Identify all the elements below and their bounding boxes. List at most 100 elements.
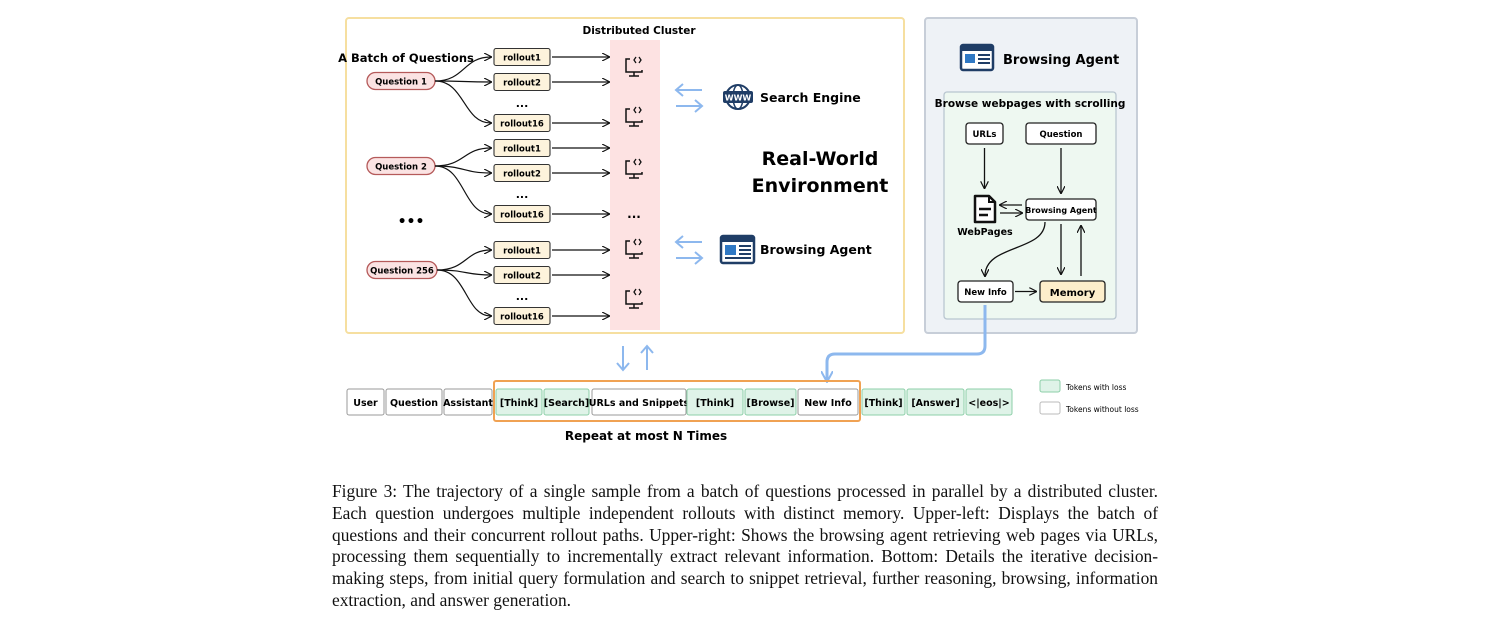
new-info-node <box>957 280 1014 303</box>
token-label: [Think] <box>500 398 538 409</box>
urls-label: URLs <box>973 130 997 140</box>
question-rollout-edge <box>434 81 491 82</box>
document-icon <box>973 194 997 224</box>
question-label: Question <box>1040 130 1083 140</box>
token-box: [Think] <box>686 388 744 416</box>
question-rollout-edge <box>434 148 491 167</box>
browse-exchange-arrows <box>674 235 704 265</box>
question-group: Question 2 rollout1 rollout2 rollout16... <box>366 138 609 224</box>
urls-node <box>965 122 1004 145</box>
token-box: [Think] <box>861 388 906 416</box>
memory-label: Memory <box>1050 288 1096 299</box>
rollout-box <box>493 204 551 224</box>
cluster-sequence-arrows <box>616 344 654 372</box>
legend-swatch-loss <box>1039 379 1061 393</box>
rollout-label: rollout1 <box>503 247 541 257</box>
rollout-label: rollout1 <box>503 145 541 155</box>
token-label: Question <box>390 398 438 409</box>
token-label: [Think] <box>696 398 734 409</box>
token-box: User <box>346 388 385 416</box>
question-node <box>1025 122 1097 145</box>
cluster-node-column <box>610 40 660 330</box>
question-group: Question 256rollout1rollout2rollout16... <box>366 240 609 326</box>
figure-caption: Figure 3: The trajectory of a single sam… <box>332 481 1158 610</box>
token-label: [Search] <box>544 398 589 409</box>
question-rollout-edge <box>434 165 491 173</box>
search-engine-label: Search Engine <box>760 90 861 105</box>
question-rollout-edge <box>436 269 491 316</box>
rollout-box <box>493 163 551 183</box>
token-box: [Think] <box>495 388 543 416</box>
computer-node-icon <box>625 158 643 179</box>
rollout-box <box>493 72 551 92</box>
webpages-label: WebPages <box>957 227 1013 238</box>
token-label: User <box>353 398 378 409</box>
browsing-agent-label: Browsing Agent <box>760 242 872 257</box>
token-label: [Browse] <box>746 398 794 409</box>
computer-node-icon <box>625 288 643 309</box>
rollout-label: rollout16 <box>500 120 544 130</box>
browser-window-icon <box>719 234 756 265</box>
question-label: Question 2 <box>375 163 427 173</box>
token-box: [Search] <box>543 388 590 416</box>
legend-swatch-no-loss <box>1039 401 1061 415</box>
agent-node <box>1025 198 1097 221</box>
token-label: <|eos|> <box>968 398 1009 409</box>
memory-node <box>1039 280 1106 303</box>
rollout-box <box>493 113 551 133</box>
question-label: Question 256 <box>370 267 434 277</box>
environment-title-line2: Environment <box>752 175 889 197</box>
token-label: URLs and Snippets <box>589 398 690 409</box>
rollout-ellipsis: ... <box>516 188 529 201</box>
token-label: New Info <box>804 398 852 409</box>
rollout-box <box>493 240 551 260</box>
computer-node-icon <box>625 56 643 77</box>
scroll-browse-title: Browse webpages with scrolling <box>935 98 1126 110</box>
agent-browser-icon <box>959 43 995 72</box>
token-box: Assistant <box>443 388 493 416</box>
token-box: New Info <box>797 388 859 416</box>
rollout-label: rollout1 <box>503 54 541 64</box>
token-label: Assistant <box>443 398 493 409</box>
rollout-label: rollout16 <box>500 211 544 221</box>
rollout-label: rollout2 <box>503 170 541 180</box>
cluster-title: Distributed Cluster <box>582 25 696 37</box>
rollout-box <box>493 306 551 326</box>
rollout-ellipsis: ... <box>516 97 529 110</box>
rollout-label: rollout2 <box>503 79 541 89</box>
legend-loss-label: Tokens with loss <box>1065 383 1127 392</box>
token-box: URLs and Snippets <box>589 388 690 416</box>
legend-no-loss-label: Tokens without loss <box>1065 405 1139 414</box>
browsing-agent-panel: Browsing Agent Browse webpages with scro… <box>924 17 1138 334</box>
rollout-box <box>493 265 551 285</box>
question-rollout-edge <box>434 80 491 123</box>
question-label: Question 1 <box>375 78 427 88</box>
rollout-label: rollout2 <box>503 272 541 282</box>
token-sequence: User Question Assistant [Think] [Search]URLs… <box>346 388 1013 416</box>
token-label: [Answer] <box>911 398 959 409</box>
rollout-box <box>493 47 551 67</box>
nodes-ellipsis: ... <box>627 207 641 221</box>
batch-label: A Batch of Questions <box>338 51 474 65</box>
www-icon: WWW <box>723 84 753 110</box>
token-box: <|eos|> <box>965 388 1013 416</box>
token-box: Question <box>385 388 443 416</box>
token-box: [Answer] <box>906 388 965 416</box>
repeat-label: Repeat at most N Times <box>565 429 727 443</box>
question-rollout-edge <box>436 250 491 271</box>
new-info-label: New Info <box>964 288 1007 298</box>
questions-ellipsis: ••• <box>398 214 425 230</box>
question-rollout-edge <box>436 269 491 275</box>
rollout-label: rollout16 <box>500 313 544 323</box>
environment-area: WWW Search Engine Browsing Agent Real-Wo… <box>674 83 889 265</box>
agent-node-label: Browsing Agent <box>1025 206 1097 215</box>
figure-diagram: Distributed Cluster A Batch of Questions… <box>338 17 1139 443</box>
cluster-panel: Distributed Cluster A Batch of Questions… <box>338 17 905 334</box>
search-exchange-arrows <box>674 83 704 113</box>
question-group: Question 1 rollout1 rollout2 rollout16... <box>366 47 609 133</box>
new-info-connector <box>827 305 987 381</box>
agent-panel-title: Browsing Agent <box>1003 53 1119 68</box>
token-box: [Browse] <box>744 388 797 416</box>
computer-node-icon <box>625 106 643 127</box>
legend: Tokens with loss Tokens without loss <box>1039 379 1139 415</box>
